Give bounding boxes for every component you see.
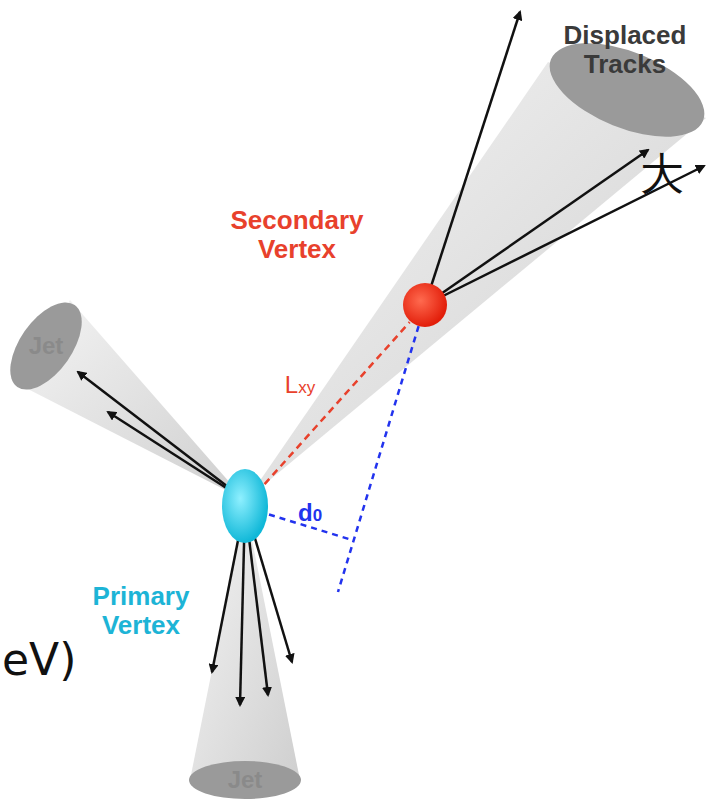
node-label: Jet xyxy=(29,333,64,359)
track-arrow xyxy=(425,12,520,305)
jet-cone-end: Jet xyxy=(188,760,302,800)
slide-text-fragment: 大 xyxy=(640,150,684,198)
slide-text-fragment: eV) xyxy=(2,636,76,684)
node-outline xyxy=(402,282,448,328)
jet-cone xyxy=(190,505,300,780)
track-arrow xyxy=(425,150,648,305)
edge-label: Lxy xyxy=(285,372,315,398)
node-label: Displaced Tracks xyxy=(548,21,702,78)
node-label: Primary Vertex xyxy=(71,582,211,639)
node-label: Secondary Vertex xyxy=(197,206,397,263)
decay-length-line xyxy=(265,322,410,484)
impact-parameter-label: d0 xyxy=(298,500,322,526)
primary-vertex: Primary Vertex xyxy=(221,468,269,544)
track-cone-label: Displaced Tracks xyxy=(548,10,702,90)
node-outline xyxy=(221,468,269,544)
track-arrow xyxy=(78,372,245,500)
node-label: Jet xyxy=(228,767,263,793)
secondary-vertex: Secondary Vertex xyxy=(402,282,448,328)
track-arrow xyxy=(108,412,245,500)
track-extension xyxy=(338,305,425,592)
jet-cone-end: Jet xyxy=(8,296,84,396)
